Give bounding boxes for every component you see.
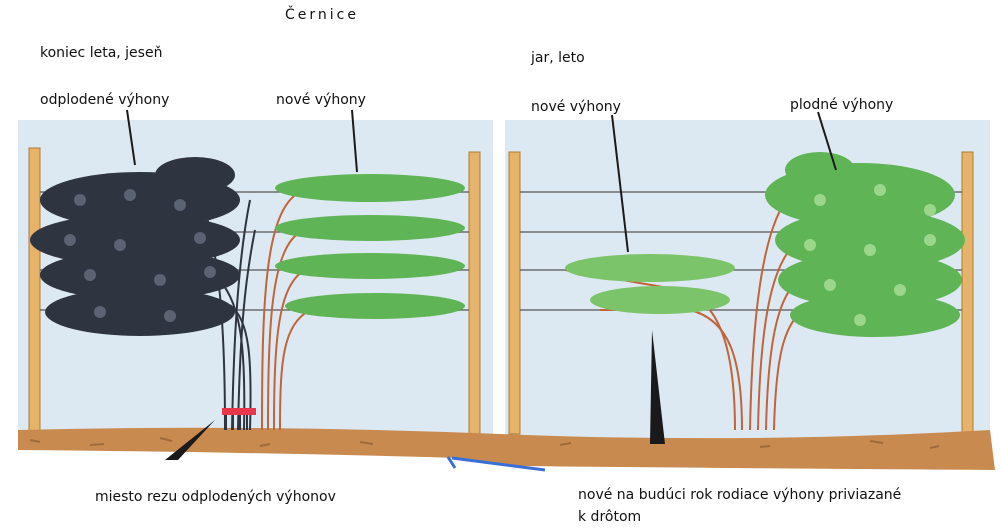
right-post-1 [509, 152, 520, 434]
tied-canes-label: nové na budúci rok rodiace výhony privia… [578, 484, 908, 528]
left-new-canes-label: nové výhony [276, 91, 366, 109]
old-foliage [30, 157, 240, 336]
old-canes-label: odplodené výhony [40, 91, 169, 109]
right-season-label: jar, leto [531, 49, 585, 67]
diagram-title: Černice [285, 6, 359, 24]
right-fruiting-foliage [765, 152, 965, 337]
cut-marker [222, 408, 256, 415]
fruiting-canes-label: plodné výhony [790, 96, 893, 114]
cut-point-label: miesto rezu odplodených výhonov [95, 486, 425, 508]
left-season-label: koniec leta, jeseň [40, 44, 162, 62]
right-post-2 [962, 152, 973, 434]
left-post-2 [469, 152, 480, 434]
right-new-canes-label: nové výhony [531, 98, 621, 116]
left-post-1 [29, 148, 40, 433]
